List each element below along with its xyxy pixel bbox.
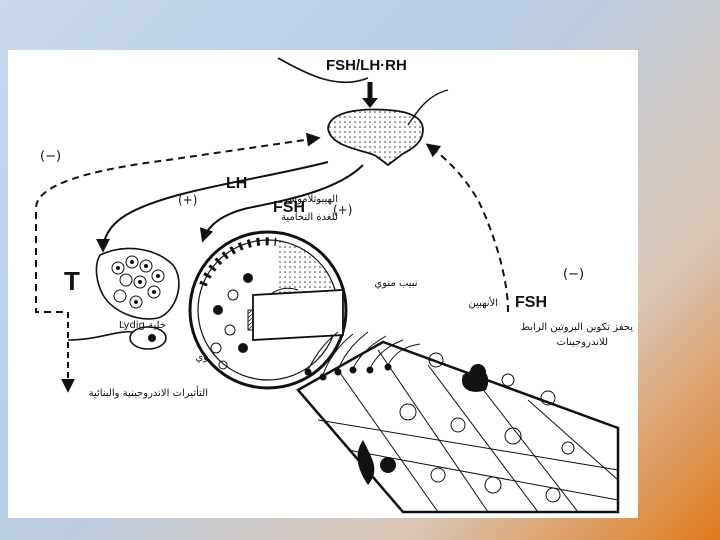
hypothalamus-text: الهيبوثلاموس bbox=[285, 194, 338, 205]
anterior-pituitary-text: للغدة النخامية bbox=[281, 212, 338, 223]
leydig-label: Lydig خلية bbox=[119, 320, 166, 331]
pituitary-gland bbox=[328, 110, 423, 165]
abp-label-line1: يحفز تكوين البروتين الرابط bbox=[521, 322, 633, 333]
inhibin-feedback-arrow bbox=[428, 145, 508, 312]
inhibin-label: الأنهبين bbox=[468, 296, 498, 309]
lh-label: LH bbox=[226, 175, 247, 192]
gnrh-label: FSH/LH·RH bbox=[326, 57, 407, 74]
abp-label-line2: للاندروجينات bbox=[557, 337, 608, 348]
slide-canvas: FSH/LH·RH (−) (−) LH (+) FSH (+) الهيبوث… bbox=[8, 50, 638, 518]
minus-right: (−) bbox=[563, 267, 584, 282]
sertoli-epithelium bbox=[298, 342, 618, 512]
minus-left: (−) bbox=[40, 149, 61, 164]
leydig-nucleus bbox=[148, 334, 156, 342]
androgen-effects-label: التأثيرات الاندروجينية والبنائية bbox=[89, 385, 208, 399]
tubule-section-block bbox=[253, 290, 343, 340]
seminiferous-tube-label: نبيب منوي bbox=[374, 278, 417, 289]
testosterone-label: T bbox=[64, 266, 80, 296]
blood-vessel bbox=[68, 332, 132, 340]
gnrh-arrow-head bbox=[362, 98, 378, 108]
leydig-cells bbox=[96, 248, 178, 318]
testis-hormone-diagram: FSH/LH·RH (−) (−) LH (+) FSH (+) الهيبوث… bbox=[8, 50, 638, 518]
fsh-right-label: FSH bbox=[515, 294, 547, 311]
plus-lh: (+) bbox=[178, 193, 197, 207]
